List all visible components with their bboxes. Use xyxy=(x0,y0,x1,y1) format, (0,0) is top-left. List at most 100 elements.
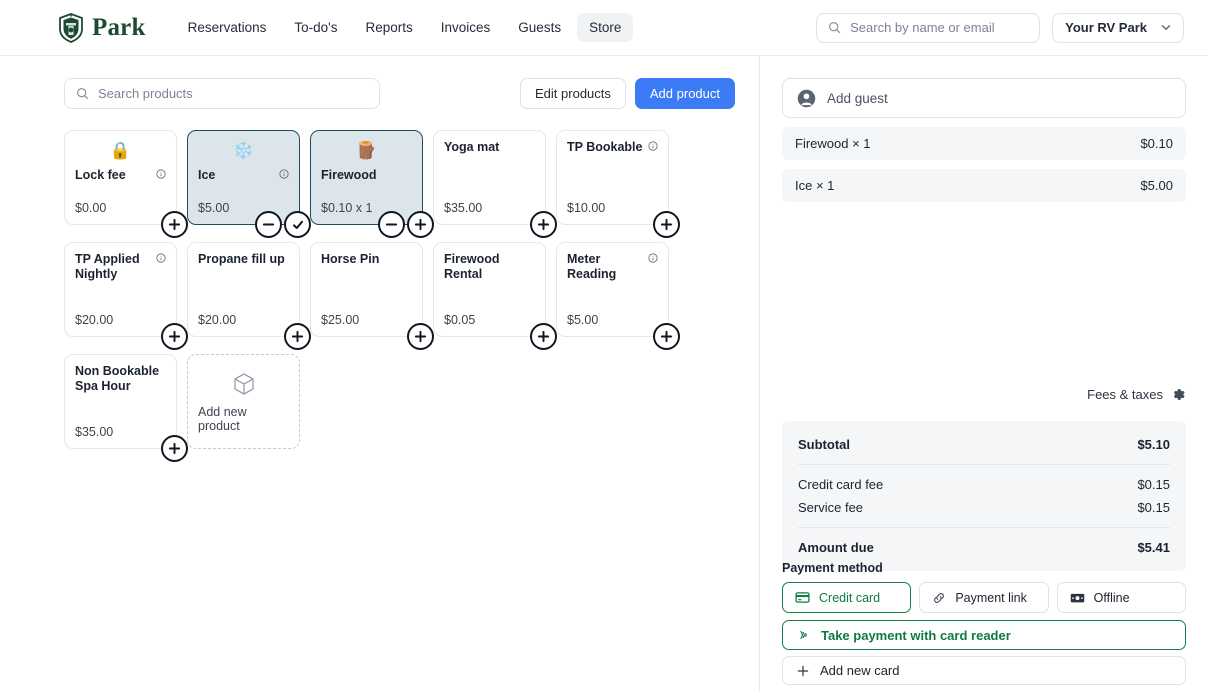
add-new-product-label: Add new product xyxy=(198,404,247,433)
product-card-firewood-rental[interactable]: Firewood Rental $0.05 xyxy=(433,242,557,350)
product-card-meter-reading[interactable]: Meter Reading $5.00 xyxy=(556,242,680,350)
nav-item-invoices[interactable]: Invoices xyxy=(440,20,491,35)
fees-and-taxes-label: Fees & taxes xyxy=(1087,387,1163,402)
take-payment-card-reader-button[interactable]: Take payment with card reader xyxy=(782,620,1186,650)
add-new-product-card[interactable]: Add new product xyxy=(187,354,300,449)
add-item-button[interactable] xyxy=(161,211,188,238)
product-price: $20.00 xyxy=(75,313,114,327)
nav-item-todos[interactable]: To-do's xyxy=(294,20,338,35)
product-name: Propane fill up xyxy=(198,252,285,266)
info-icon[interactable] xyxy=(648,253,658,263)
product-name: Firewood Rental xyxy=(444,252,500,281)
add-new-card-button[interactable]: Add new card xyxy=(782,656,1186,685)
add-item-button[interactable] xyxy=(530,323,557,350)
divider xyxy=(798,527,1170,528)
add-item-button[interactable] xyxy=(530,211,557,238)
add-item-button[interactable] xyxy=(161,323,188,350)
cart-item-amount: $0.10 xyxy=(1140,136,1173,151)
product-card-horse-pin[interactable]: Horse Pin $25.00 xyxy=(310,242,434,350)
product-name: Horse Pin xyxy=(321,252,380,266)
product-search-input[interactable] xyxy=(98,86,368,101)
product-title-row: Lock fee xyxy=(75,168,166,183)
credit-card-icon xyxy=(795,592,810,603)
add-item-button[interactable] xyxy=(653,323,680,350)
payment-method-label: Offline xyxy=(1093,590,1130,605)
edit-products-button[interactable]: Edit products xyxy=(520,78,626,109)
cart-line-item[interactable]: Ice × 1 $5.00 xyxy=(782,169,1186,202)
global-search[interactable] xyxy=(816,12,1041,43)
product-title-row: Firewood xyxy=(321,168,412,183)
page-body: Edit products Add product 🔒 Lock fee $0.… xyxy=(0,56,1208,692)
payment-method-credit-card[interactable]: Credit card xyxy=(782,582,912,613)
product-name: Meter Reading xyxy=(567,252,617,281)
product-card-yoga-mat[interactable]: Yoga mat $35.00 xyxy=(433,130,557,238)
product-title-row: Meter Reading xyxy=(567,252,658,282)
product-card-tp-bookable[interactable]: TP Bookable $10.00 xyxy=(556,130,680,238)
topbar-right-group: Your RV Park xyxy=(816,12,1184,43)
nav-item-reservations[interactable]: Reservations xyxy=(187,20,267,35)
brand-logo[interactable]: Park xyxy=(58,12,146,43)
catalog-actions: Edit products Add product xyxy=(520,78,735,109)
product-title-row: Propane fill up xyxy=(198,252,289,267)
add-guest-button[interactable]: Add guest xyxy=(782,78,1186,118)
chevron-down-icon xyxy=(1161,24,1171,31)
product-title-row: Ice xyxy=(198,168,289,183)
info-icon[interactable] xyxy=(279,169,289,179)
add-item-button[interactable] xyxy=(161,435,188,462)
payment-method-label: Credit card xyxy=(819,590,881,605)
payment-method-label: Payment link xyxy=(955,590,1027,605)
product-card-propane-fill-up[interactable]: Propane fill up $20.00 xyxy=(187,242,311,350)
product-title-row: TP Bookable xyxy=(567,140,658,155)
cube-icon xyxy=(231,371,257,397)
remove-item-button[interactable] xyxy=(378,211,405,238)
product-price: $35.00 xyxy=(444,201,483,215)
product-title-row: Non Bookable Spa Hour xyxy=(75,364,166,394)
fee-value: $0.15 xyxy=(1137,477,1170,492)
main-nav: Reservations To-do's Reports Invoices Gu… xyxy=(176,13,634,42)
nav-item-reports[interactable]: Reports xyxy=(365,20,413,35)
product-price: $10.00 xyxy=(567,201,606,215)
add-guest-label: Add guest xyxy=(827,90,888,106)
product-price: $5.00 xyxy=(567,313,599,327)
product-price: $0.00 xyxy=(75,201,107,215)
park-selector[interactable]: Your RV Park xyxy=(1052,12,1184,43)
payment-method-payment-link[interactable]: Payment link xyxy=(919,582,1049,613)
fee-label: Service fee xyxy=(798,500,864,515)
payment-method-offline[interactable]: Offline xyxy=(1056,582,1186,613)
add-item-button[interactable] xyxy=(407,323,434,350)
top-navigation-bar: Park Reservations To-do's Reports Invoic… xyxy=(0,0,1208,56)
product-card-lock-fee[interactable]: 🔒 Lock fee $0.00 xyxy=(64,130,188,238)
product-search[interactable] xyxy=(64,78,380,109)
product-price: $0.10 x 1 xyxy=(321,201,373,215)
user-avatar-icon xyxy=(797,89,816,108)
info-icon[interactable] xyxy=(156,169,166,179)
link-icon xyxy=(932,591,946,605)
checkout-pane: Add guest Firewood × 1 $0.10 Ice × 1 $5.… xyxy=(760,56,1208,692)
contactless-icon xyxy=(797,628,811,642)
remove-item-button[interactable] xyxy=(255,211,282,238)
info-icon[interactable] xyxy=(156,253,166,263)
nav-item-store[interactable]: Store xyxy=(577,13,634,42)
fee-row-service: Service fee $0.15 xyxy=(798,496,1170,519)
product-card-ice[interactable]: ❄️ Ice $5.00 xyxy=(187,130,311,238)
nav-item-guests[interactable]: Guests xyxy=(518,20,562,35)
product-price: $20.00 xyxy=(198,313,237,327)
product-card-firewood[interactable]: 🪵 Firewood $0.10 x 1 xyxy=(310,130,434,238)
global-search-input[interactable] xyxy=(850,20,1029,35)
add-item-button[interactable] xyxy=(284,323,311,350)
product-card-tp-applied-nightly[interactable]: TP Applied Nightly $20.00 xyxy=(64,242,188,350)
cart-line-item[interactable]: Firewood × 1 $0.10 xyxy=(782,127,1186,160)
product-price: $0.05 xyxy=(444,313,476,327)
add-item-button[interactable] xyxy=(653,211,680,238)
product-price: $5.00 xyxy=(198,201,230,215)
add-item-button[interactable] xyxy=(407,211,434,238)
product-card-non-bookable-spa-hour[interactable]: Non Bookable Spa Hour $35.00 xyxy=(64,354,188,462)
gear-icon[interactable] xyxy=(1171,387,1186,402)
fees-and-taxes-button[interactable]: Fees & taxes xyxy=(1087,387,1186,402)
add-new-card-label: Add new card xyxy=(820,663,900,678)
info-icon[interactable] xyxy=(648,141,658,151)
amount-due-label: Amount due xyxy=(798,540,874,555)
add-product-button[interactable]: Add product xyxy=(634,78,735,109)
item-selected-check-button[interactable] xyxy=(284,211,311,238)
fee-label: Credit card fee xyxy=(798,477,884,492)
